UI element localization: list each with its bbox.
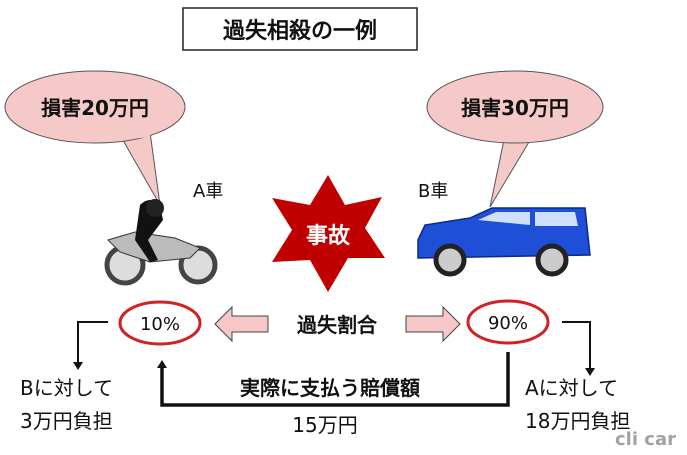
damage-bubble-b: 損害30万円 <box>426 70 604 208</box>
title-box: 過失相殺の一例 <box>182 7 418 51</box>
payment-amount: 15万円 <box>292 413 357 437</box>
svg-text:損害20万円: 損害20万円 <box>41 96 149 120</box>
burden-a-line2: 3万円負担 <box>20 409 113 433</box>
svg-text:事故: 事故 <box>306 223 351 249</box>
left-arrow-icon <box>214 305 269 343</box>
ratio-ellipse-b <box>466 299 550 345</box>
payment-arrow <box>157 352 510 407</box>
burden-b-line2: 18万円負担 <box>525 409 630 433</box>
burden-a-line1: Bに対して <box>20 376 113 400</box>
vehicle-b-label: B車 <box>418 181 448 202</box>
vehicle-a-label: A車 <box>193 181 223 202</box>
accident-star: 事故 <box>272 175 385 292</box>
right-arrow-icon <box>405 305 461 343</box>
car-icon <box>417 207 591 277</box>
connector-a <box>73 321 108 370</box>
motorcycle-icon <box>104 199 218 286</box>
fault-ratio-label: 過失割合 <box>297 313 378 337</box>
svg-text:損害30万円: 損害30万円 <box>461 96 569 120</box>
ratio-ellipse-a <box>118 300 202 346</box>
damage-bubble-a: 損害20万円 <box>4 70 186 206</box>
burden-b-line1: Aに対して <box>525 376 618 400</box>
watermark-logo: cli car <box>615 429 676 450</box>
ratio-a: 10% <box>140 314 180 335</box>
page-title: 過失相殺の一例 <box>223 18 377 44</box>
connector-b <box>562 321 595 376</box>
payment-label: 実際に支払う賠償額 <box>240 376 420 400</box>
ratio-b: 90% <box>488 313 528 334</box>
